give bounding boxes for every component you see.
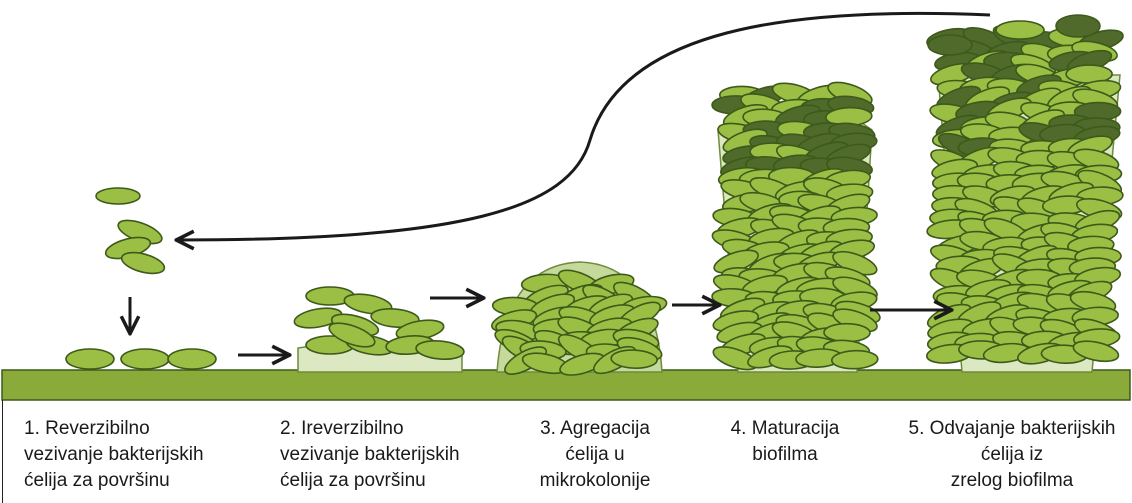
detaching-cell xyxy=(1056,15,1100,37)
attached-cell xyxy=(121,349,169,369)
free-cell xyxy=(96,188,140,204)
attached-cell xyxy=(66,349,114,369)
stage-2-label: 2. Ireverzibilno vezivanje bakterijskih … xyxy=(280,416,500,494)
stage-3-label: 3. Agregacija ćelija u mikrokolonije xyxy=(520,416,670,494)
stage-1-label: 1. Reverzibilno vezivanje bakterijskih ć… xyxy=(24,416,244,494)
stage-4-label: 4. Maturacija biofilma xyxy=(710,416,860,468)
free-cell xyxy=(119,249,166,278)
mature-biofilm-cell xyxy=(824,323,870,342)
detaching-cell xyxy=(928,35,972,55)
stage-5-label: 5. Odvajanje bakterijskih ćelija iz zrel… xyxy=(894,416,1130,494)
attached-cell xyxy=(168,349,216,369)
bacterial-cells xyxy=(66,15,1125,379)
detaching-cell xyxy=(996,21,1044,39)
